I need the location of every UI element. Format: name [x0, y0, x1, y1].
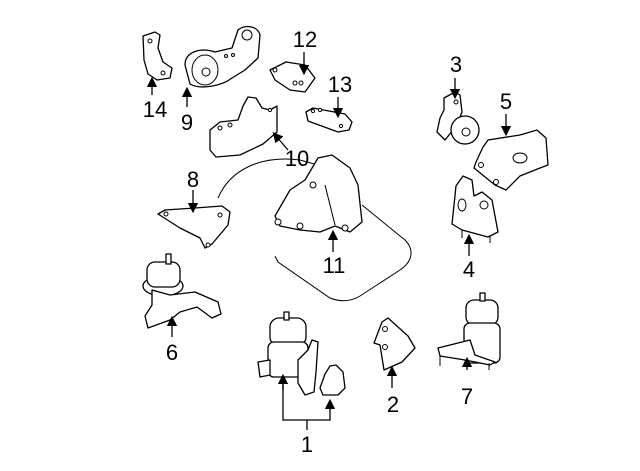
callout-labels: 1 2 3 4 5 6 7 8 9 10 11 12 13 14 [143, 27, 512, 457]
callout-3: 3 [450, 52, 462, 77]
callout-12: 12 [293, 27, 317, 52]
callout-4: 4 [463, 257, 475, 282]
part-2-bracket [373, 317, 416, 371]
part-9-torque-rod [184, 25, 261, 88]
callout-7: 7 [461, 384, 473, 409]
callout-13: 13 [328, 72, 352, 97]
part-13-bracket [305, 107, 353, 133]
part-3-mount [436, 91, 480, 145]
callout-1: 1 [301, 432, 313, 457]
callout-10: 10 [285, 146, 309, 171]
callout-14: 14 [143, 97, 167, 122]
part-12-bracket [269, 61, 316, 93]
part-5-bracket [473, 129, 549, 191]
callout-5: 5 [500, 89, 512, 114]
engine-outline [217, 158, 412, 302]
part-8-bracket [157, 205, 231, 249]
part-1-mount-assembly [257, 311, 346, 396]
part-11-bracket [274, 154, 363, 233]
part-4-bracket [451, 175, 499, 243]
part-10-bracket [209, 96, 278, 158]
leader-lines [146, 52, 512, 430]
callout-9: 9 [181, 110, 193, 135]
callout-2: 2 [387, 392, 399, 417]
part-6-mount [142, 253, 222, 329]
callout-11: 11 [323, 253, 346, 278]
part-7-mount [437, 292, 501, 370]
part-14-bracket [142, 31, 173, 81]
callout-6: 6 [166, 340, 178, 365]
callout-8: 8 [187, 167, 199, 192]
